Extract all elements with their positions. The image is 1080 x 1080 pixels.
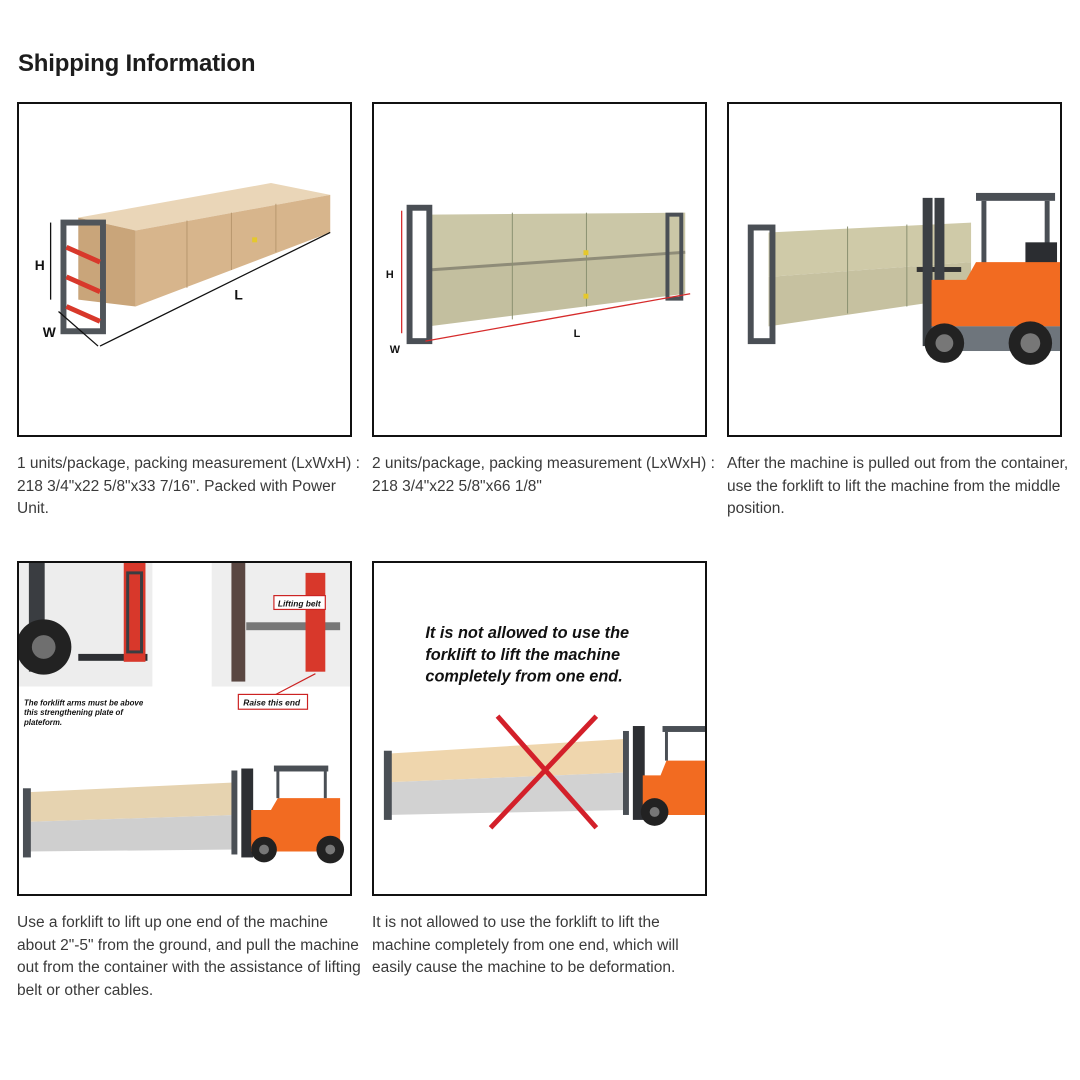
- dim-label-length: L: [234, 287, 243, 303]
- forklift-middle-illustration: [747, 192, 1060, 365]
- image-lift-one-end: Lifting belt Raise this end The forklift…: [17, 561, 352, 896]
- image-double-package: H W L: [372, 102, 707, 437]
- not-allowed-illustration: It is not allowed to use the forklift to…: [383, 624, 705, 830]
- image-not-allowed: It is not allowed to use the forklift to…: [372, 561, 707, 896]
- callout-lifting-belt: Lifting belt: [278, 598, 322, 608]
- caption-double-package: 2 units/package, packing measurement (Lx…: [372, 455, 715, 495]
- double-package-illustration: H W L: [386, 204, 691, 356]
- warning-line-1: It is not allowed to use the: [425, 624, 629, 642]
- callout-raise-end: Raise this end: [243, 697, 301, 707]
- caption-single-package: 1 units/package, packing measurement (Lx…: [17, 455, 360, 518]
- image-forklift-middle: [727, 102, 1062, 437]
- dim-label-width: W: [43, 324, 57, 340]
- caption-forklift-middle: After the machine is pulled out from the…: [727, 455, 1069, 518]
- lift-one-end-illustration: Lifting belt Raise this end The forklift…: [19, 563, 350, 864]
- caption-lift-one-end: Use a forklift to lift up one end of the…: [17, 914, 361, 999]
- dim-label-width: W: [390, 344, 401, 356]
- note-line-1: The forklift arms must be above: [24, 698, 144, 707]
- image-single-package: H W L: [17, 102, 352, 437]
- dim-label-height: H: [35, 257, 45, 273]
- caption-not-allowed: It is not allowed to use the forklift to…: [372, 914, 679, 977]
- page-title: Shipping Information: [18, 50, 256, 77]
- warning-line-2: forklift to lift the machine: [425, 646, 620, 664]
- note-line-2: this strengthening plate of: [24, 708, 124, 717]
- single-package-illustration: H W L: [35, 183, 331, 347]
- dim-label-length: L: [574, 328, 581, 340]
- dim-label-height: H: [386, 269, 394, 281]
- note-line-3: plateform.: [23, 718, 62, 727]
- warning-line-3: completely from one end.: [425, 668, 622, 686]
